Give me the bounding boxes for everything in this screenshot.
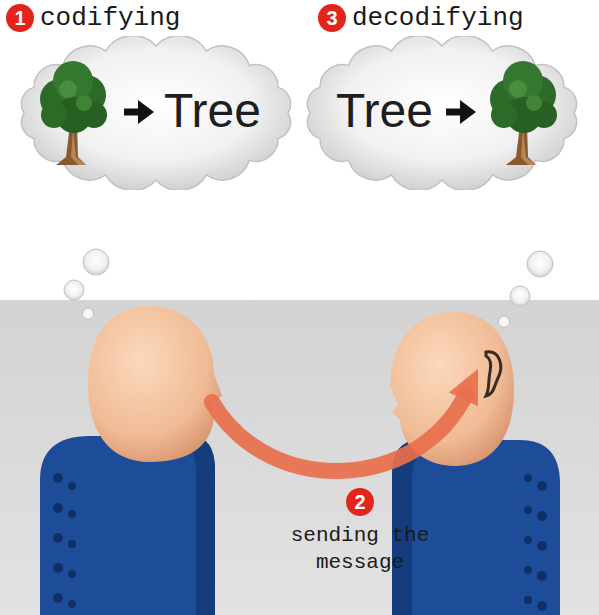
callout-number: 3 — [318, 4, 346, 32]
body-shade — [175, 436, 215, 615]
message-arrow — [212, 394, 466, 471]
word-text: Tree — [336, 85, 433, 138]
arrow-symbol — [446, 100, 476, 124]
speaker-body — [40, 436, 215, 615]
floor-panel — [0, 300, 599, 615]
body-dots — [53, 473, 76, 608]
step-label: decodifying — [352, 2, 524, 36]
body-dots — [524, 474, 547, 611]
thought-dot — [510, 286, 530, 306]
thought-dot — [64, 280, 84, 300]
step-label: sending the message — [270, 522, 450, 577]
arrow-symbol — [124, 100, 154, 124]
callout-number: 2 — [346, 488, 374, 516]
thought-dot — [527, 251, 553, 277]
thought-dot — [82, 308, 94, 320]
callout-number: 1 — [6, 4, 34, 32]
thought-dot — [498, 316, 510, 328]
ear — [486, 352, 501, 396]
speaker-head — [88, 306, 222, 462]
thought-bubble: Tree — [300, 36, 584, 190]
thought-dot — [83, 249, 109, 275]
thought-bubble: Tree — [14, 36, 298, 190]
step-label: codifying — [40, 2, 180, 36]
listener-head — [390, 312, 514, 466]
word-text: Tree — [164, 85, 261, 138]
tree-picture — [490, 61, 557, 165]
tree-picture — [40, 61, 107, 165]
